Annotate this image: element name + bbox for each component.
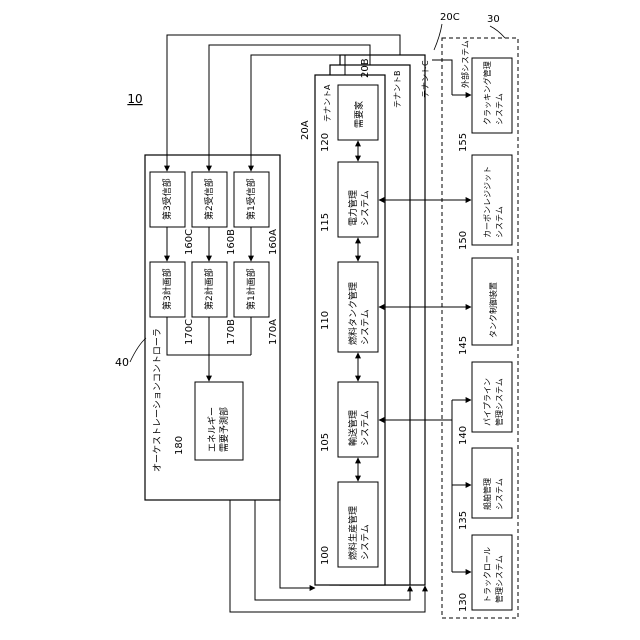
cracking-line1: クラッキング管理 (482, 61, 492, 125)
tank-control-box: タンク制御装置 (472, 258, 512, 345)
tenant-a-ref: 20A (300, 120, 311, 140)
receiver-b-ref: 160B (226, 229, 237, 255)
orchestration-controller-label: オーケストレーションコントローラ (152, 328, 163, 472)
ship-line1: 船舶管理 (482, 478, 492, 510)
tenant-c-leader (434, 24, 442, 50)
truck-line2: 管理システム (494, 555, 504, 603)
receiver-c-ref: 160C (184, 229, 195, 255)
fuel-tank-line1: 燃料タンク管理 (347, 282, 359, 345)
carbon-registry-box: カーボンレジジット システム (472, 155, 512, 245)
planner-b-label: 第2計画部 (203, 268, 215, 310)
planner-a: 第1計画部 (234, 262, 269, 317)
carbon-registry-ref: 150 (458, 231, 469, 250)
pipeline-box: パイプライン 管理システム (472, 362, 512, 432)
ship-box: 船舶管理 システム (472, 448, 512, 518)
tenant-a-label: テナントA (323, 84, 332, 122)
fuel-tank-line2: システム (360, 309, 371, 345)
transport-ref: 105 (320, 433, 331, 452)
tenant-b-label: テナントB (393, 71, 402, 109)
tenant-c-ref: 20C (440, 12, 460, 23)
transport-line1: 輸送管理 (347, 410, 359, 446)
truck-line1: トラックロール (483, 547, 492, 603)
line-controller-tenant-a (280, 495, 315, 588)
energy-forecast-line2: 需要予測部 (218, 407, 230, 452)
cracking-ref: 155 (458, 133, 469, 152)
fuel-production-box: 燃料生産管理 システム (338, 482, 378, 567)
tenant-c-label: テナントC (421, 60, 430, 98)
demand-label: 需要家 (353, 101, 365, 128)
receiver-a: 第1受信部 (234, 172, 269, 227)
receiver-b-label: 第2受信部 (203, 178, 215, 220)
planner-b-ref: 170B (226, 319, 237, 345)
energy-forecast-box: エネルギー 需要予測部 (195, 382, 243, 460)
ship-line2: システム (495, 478, 504, 510)
planner-c: 第3計画部 (150, 262, 185, 317)
receiver-a-ref: 160A (268, 229, 279, 255)
receiver-b: 第2受信部 (192, 172, 227, 227)
cracking-box: クラッキング管理 システム (472, 58, 512, 133)
pipeline-line2: 管理システム (494, 378, 504, 426)
truck-ref: 130 (458, 593, 469, 612)
planner-a-label: 第1計画部 (245, 268, 257, 310)
energy-forecast-line1: エネルギー (207, 407, 218, 452)
planner-b: 第2計画部 (192, 262, 227, 317)
cracking-line2: システム (495, 93, 504, 125)
fuel-production-line2: システム (360, 524, 371, 560)
tank-control-ref: 145 (458, 336, 469, 355)
tenant-b-ref: 20B (360, 58, 371, 78)
external-ref: 30 (487, 14, 500, 25)
energy-forecast-ref: 180 (174, 436, 185, 455)
demand-box: 需要家 (338, 85, 378, 140)
external-label: 外部システム (460, 40, 470, 88)
truck-box: トラックロール 管理システム (472, 535, 512, 610)
planner-a-ref: 170A (268, 319, 279, 345)
receiver-a-label: 第1受信部 (245, 178, 257, 220)
planner-c-label: 第3計画部 (161, 268, 173, 310)
fuel-tank-ref: 110 (320, 311, 331, 330)
figure-label: 10 (127, 92, 142, 106)
transport-box: 輸送管理 システム (338, 382, 378, 457)
fuel-tank-box: 燃料タンク管理 システム (338, 262, 378, 352)
transport-line2: システム (360, 410, 371, 446)
tank-control-label: タンク制御装置 (488, 282, 498, 338)
fuel-production-ref: 100 (320, 546, 331, 565)
demand-ref: 120 (320, 133, 331, 152)
planner-c-ref: 170C (184, 319, 195, 345)
power-box: 電力管理 システム (338, 162, 378, 237)
orchestration-ref: 40 (115, 356, 129, 369)
carbon-line2: システム (495, 206, 504, 238)
orchestration-leader (130, 338, 146, 362)
receiver-c: 第3受信部 (150, 172, 185, 227)
fuel-production-line1: 燃料生産管理 (347, 506, 359, 560)
power-ref: 115 (320, 213, 331, 232)
pipeline-line1: パイプライン (483, 378, 492, 426)
power-line2: システム (360, 190, 371, 226)
power-line1: 電力管理 (347, 190, 359, 226)
ship-ref: 135 (458, 511, 469, 530)
external-leader (490, 26, 505, 38)
carbon-line1: カーボンレジジット (483, 166, 492, 238)
receiver-c-label: 第3受信部 (161, 178, 173, 220)
pipeline-ref: 140 (458, 426, 469, 445)
